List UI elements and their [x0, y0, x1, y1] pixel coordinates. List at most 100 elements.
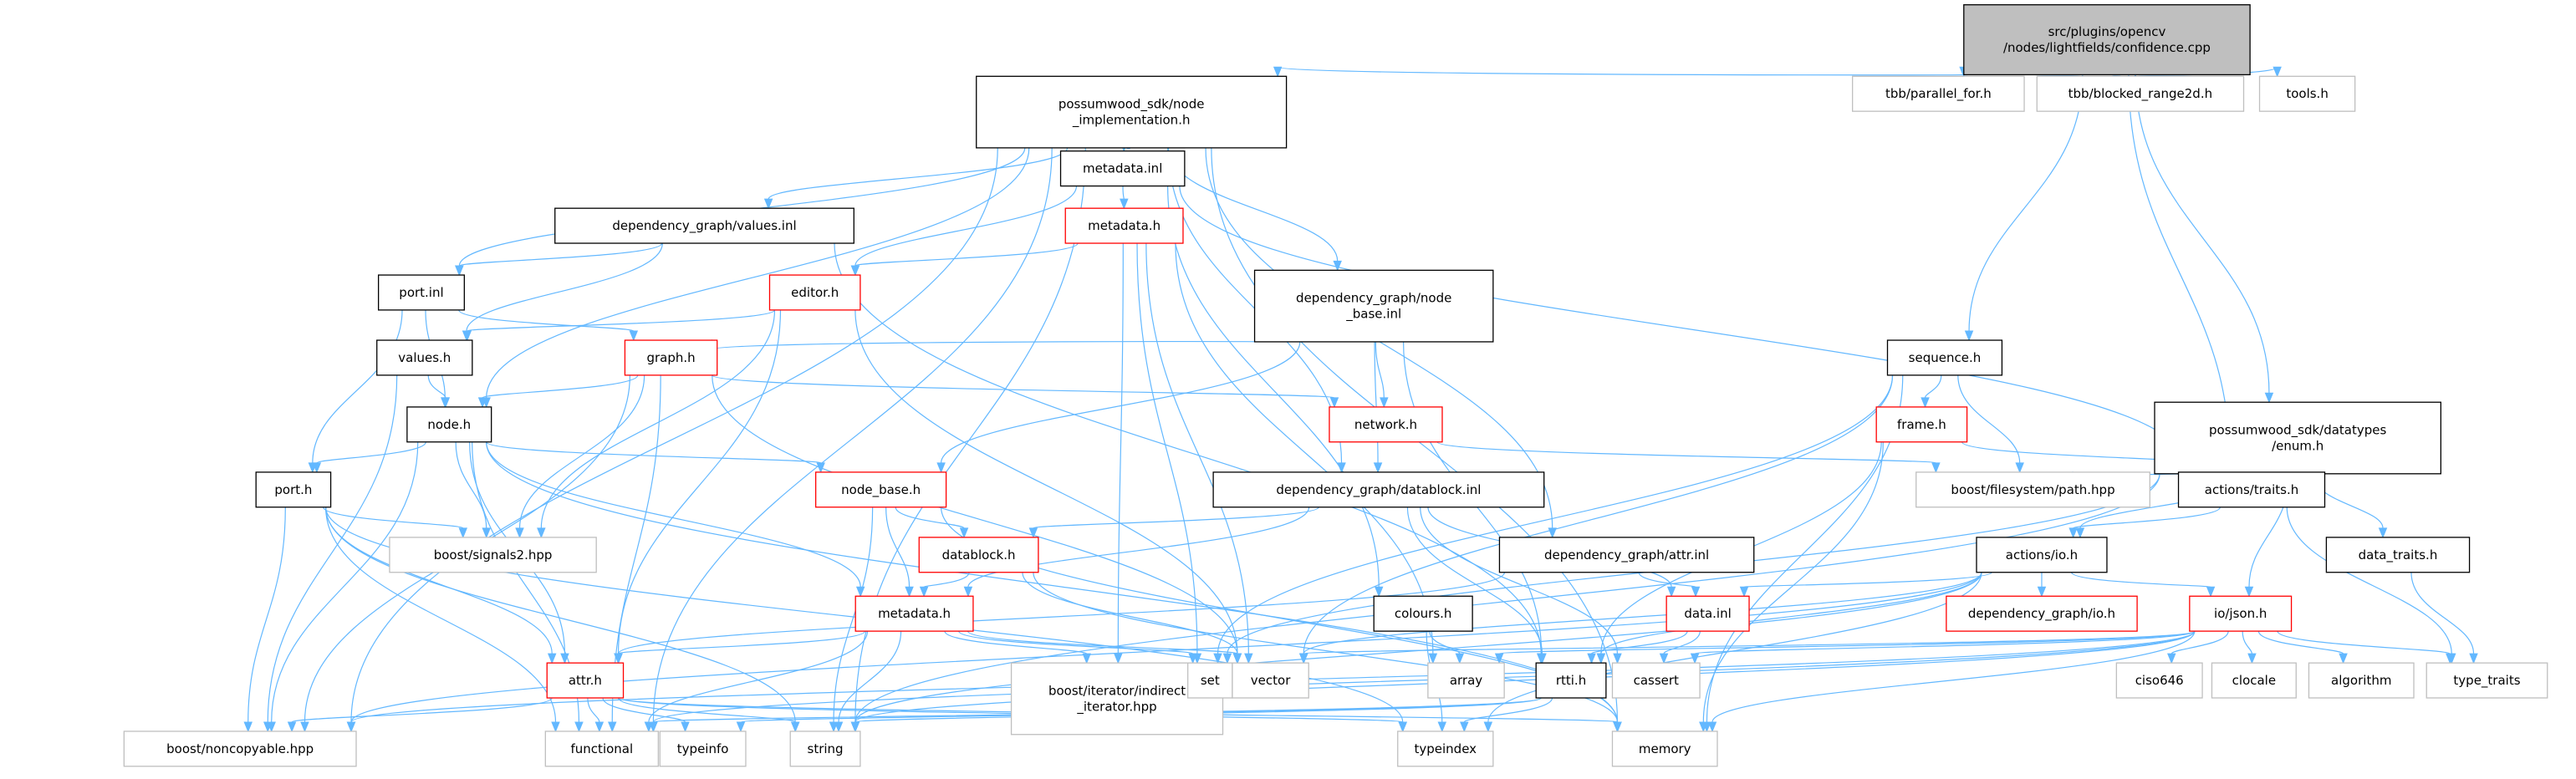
arrow-head-icon [2339, 653, 2348, 664]
edge-data-inl-to-cassert [1659, 630, 1701, 664]
node-label: dependency_graph/io.h [1968, 606, 2115, 622]
edge-line [2128, 74, 2231, 463]
node-port-inl[interactable]: port.inl [377, 274, 465, 311]
node-node-base-h[interactable]: node_base.h [815, 471, 947, 508]
node-signals2[interactable]: boost/signals2.hpp [389, 537, 597, 573]
edge-line [312, 309, 403, 463]
arrow-head-icon [850, 265, 860, 277]
edge-line [1968, 74, 2084, 332]
node-string[interactable]: string [789, 731, 861, 767]
node-typeindex[interactable]: typeindex [1397, 731, 1494, 767]
node-ciso646[interactable]: ciso646 [2115, 662, 2203, 699]
node-label: metadata.h [1088, 218, 1160, 233]
node-label: /nodes/lightfields/confidence.cpp [2003, 40, 2211, 55]
node-cassert[interactable]: cassert [1611, 662, 1701, 699]
node-io-json[interactable]: io/json.h [2189, 595, 2293, 632]
arrow-head-icon [834, 721, 844, 733]
node-label: data_traits.h [2359, 547, 2438, 563]
node-algorithm[interactable]: algorithm [2308, 662, 2415, 699]
edge-line [617, 697, 1404, 723]
edge-rtti-to-typeindex [1460, 697, 1553, 733]
node-frame[interactable]: frame.h [1875, 406, 1968, 443]
edge-confidence-to-sequence [1964, 74, 2084, 342]
node-metadata-inl[interactable]: metadata.inl [1059, 150, 1186, 187]
node-clocale[interactable]: clocale [2211, 662, 2297, 699]
arrow-head-icon [1437, 721, 1447, 733]
node-data-traits[interactable]: data_traits.h [2325, 537, 2471, 573]
edge-dg-values-inl-to-port-inl [455, 242, 663, 277]
node-metadata-h-top[interactable]: metadata.h [1064, 207, 1184, 244]
node-box [1535, 662, 1607, 699]
node-sequence[interactable]: sequence.h [1886, 339, 2003, 376]
edge-graph-h-to-vector [712, 374, 1242, 664]
edge-line [2073, 507, 2221, 529]
node-array[interactable]: array [1427, 662, 1505, 699]
edge-line [854, 186, 1078, 267]
edge-line [1122, 186, 1125, 200]
node-box [1212, 471, 1545, 508]
arrow-head-icon [1613, 721, 1622, 733]
node-vector[interactable]: vector [1232, 662, 1309, 699]
edge-line [1374, 341, 1379, 463]
arrow-head-icon [1428, 653, 1438, 664]
arrow-head-icon [1028, 527, 1038, 539]
node-metadata-h-mid[interactable]: metadata.h [854, 595, 974, 632]
node-memory[interactable]: memory [1611, 731, 1718, 767]
node-datablock-h[interactable]: datablock.h [918, 537, 1039, 573]
arrow-head-icon [2068, 527, 2078, 539]
edge-line [2410, 572, 2475, 654]
edge-metadata-inl-to-editor [850, 186, 1078, 277]
node-tbb-pf[interactable]: tbb/parallel_for.h [1852, 75, 2025, 112]
node-typeinfo[interactable]: typeinfo [659, 731, 747, 767]
edge-node-impl-to-dg-values-inl [763, 147, 1069, 210]
node-node-impl[interactable]: possumwood_sdk/node_implementation.h [976, 75, 1288, 149]
arrow-head-icon [1596, 653, 1606, 664]
node-enum-h[interactable]: possumwood_sdk/datatypes/enum.h [2154, 401, 2441, 475]
node-label: data.inl [1684, 606, 1731, 621]
edge-line [247, 507, 286, 722]
edge-values-h-to-node-h [427, 374, 451, 409]
node-data-inl[interactable]: data.inl [1665, 595, 1750, 632]
node-type-traits[interactable]: type_traits [2426, 662, 2548, 699]
node-rtti[interactable]: rtti.h [1535, 662, 1607, 699]
node-actions-traits[interactable]: actions/traits.h [2177, 471, 2326, 508]
node-node-h[interactable]: node.h [406, 406, 492, 443]
edge-graph-h-to-signals2 [515, 374, 645, 539]
node-colours[interactable]: colours.h [1373, 595, 1473, 632]
node-label: metadata.inl [1083, 161, 1162, 176]
edge-line [427, 374, 446, 399]
edge-line [1436, 441, 1937, 464]
node-set[interactable]: set [1187, 662, 1233, 699]
edge-line [854, 309, 1238, 654]
node-tbb-br[interactable]: tbb/blocked_range2d.h [2036, 75, 2245, 112]
node-dg-attr-inl[interactable]: dependency_graph/attr.inl [1498, 537, 1755, 573]
node-label: clocale [2232, 673, 2276, 688]
node-tools[interactable]: tools.h [2258, 75, 2356, 112]
node-dg-node-base-inl[interactable]: dependency_graph/node_base.inl [1253, 269, 1494, 343]
edge-line [1167, 147, 1339, 262]
node-attr-h[interactable]: attr.h [546, 662, 625, 699]
node-network[interactable]: network.h [1329, 406, 1443, 443]
node-actions-io[interactable]: actions/io.h [1976, 537, 2108, 573]
node-noncopyable[interactable]: boost/noncopyable.hpp [123, 731, 357, 767]
node-values-h[interactable]: values.h [376, 339, 473, 376]
edge-io-json-to-array [1494, 630, 2196, 664]
node-label: cassert [1634, 673, 1679, 688]
node-label: sequence.h [1909, 350, 1982, 365]
node-port-h[interactable]: port.h [255, 471, 332, 508]
node-graph-h[interactable]: graph.h [624, 339, 718, 376]
node-fs-path[interactable]: boost/filesystem/path.hpp [1915, 471, 2150, 508]
node-editor[interactable]: editor.h [768, 274, 861, 311]
node-dg-datablock-inl[interactable]: dependency_graph/datablock.inl [1212, 471, 1545, 508]
node-box [1187, 662, 1233, 699]
edge-line [486, 441, 861, 588]
node-box [2258, 75, 2356, 112]
node-label: boost/noncopyable.hpp [166, 741, 314, 756]
node-functional[interactable]: functional [544, 731, 660, 767]
node-dg-values-inl[interactable]: dependency_graph/values.inl [554, 207, 854, 244]
node-dg-io[interactable]: dependency_graph/io.h [1946, 595, 2138, 632]
node-box [1665, 595, 1750, 632]
node-confidence[interactable]: src/plugins/opencv/nodes/lightfields/con… [1963, 4, 2251, 76]
node-label: array [1450, 673, 1482, 688]
edge-dg-node-base-inl-to-graph-h [707, 339, 1269, 350]
